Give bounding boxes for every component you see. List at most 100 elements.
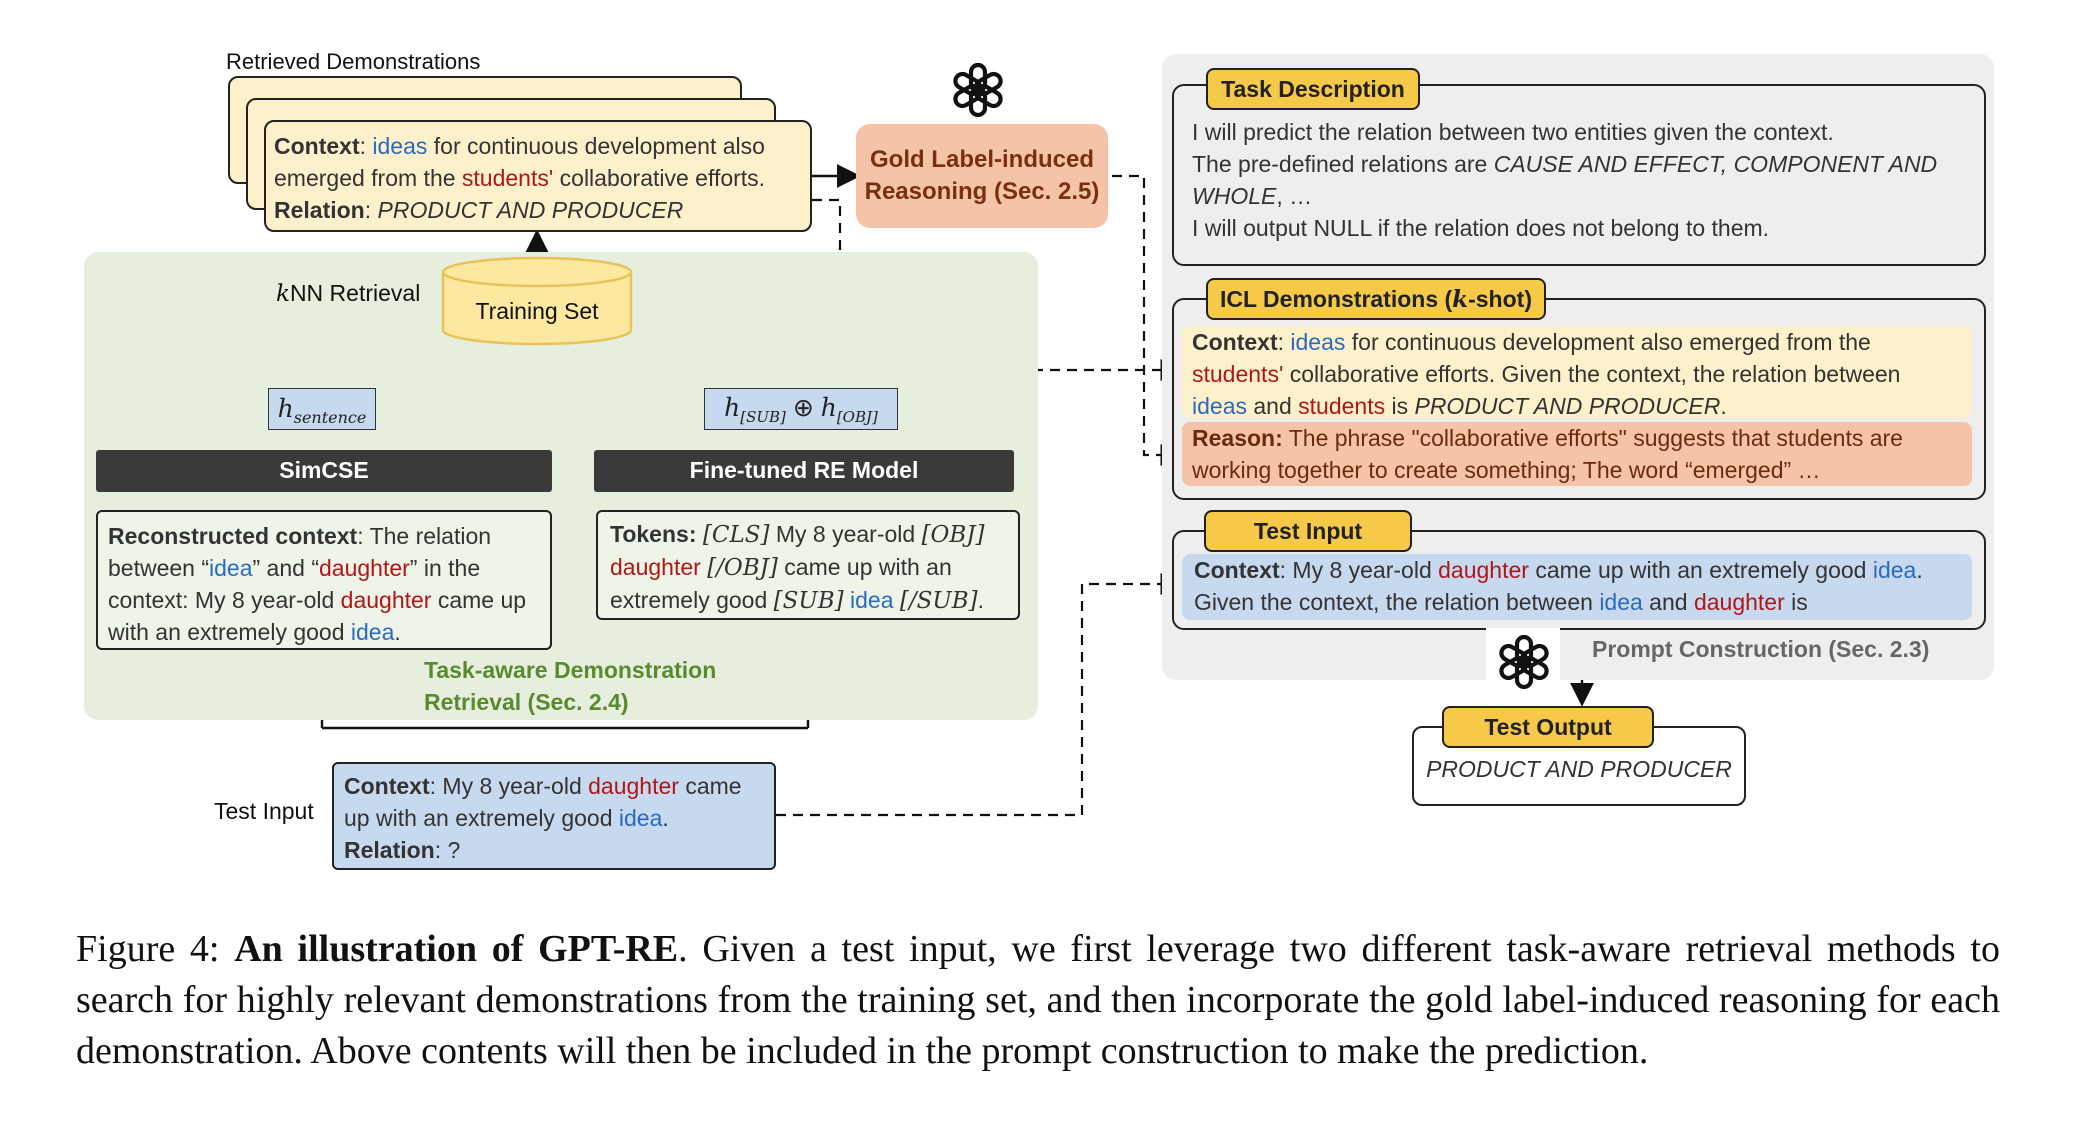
test-relation-label: Relation xyxy=(344,837,435,863)
obj-token: [OBJ] xyxy=(921,522,985,548)
icl-text: collaborative efforts. Given the context… xyxy=(1283,361,1901,387)
h-symbol: h xyxy=(277,394,294,423)
demo-relation-value: PRODUCT AND PRODUCER xyxy=(377,197,684,223)
recon-text: : The relation xyxy=(357,523,492,549)
openai-logo-icon xyxy=(953,62,1003,118)
task-aware-retrieval-label: Task-aware Demonstration Retrieval (Sec.… xyxy=(424,654,716,718)
icl-text: and xyxy=(1246,393,1299,419)
task-desc-line-4: I will output NULL if the relation does … xyxy=(1192,215,1770,241)
task-desc-text: , … xyxy=(1276,183,1313,209)
knn-text: NN Retrieval xyxy=(289,280,421,306)
test-text: came up with an extremely good xyxy=(1528,557,1873,583)
icl-text: for continuous development also emerged … xyxy=(1345,329,1871,355)
test-text: and xyxy=(1642,589,1694,615)
task-aware-line-2: Retrieval (Sec. 2.4) xyxy=(424,689,629,715)
tokens-text: My 8 year-old xyxy=(769,521,922,547)
demo-relation-line: Relation: PRODUCT AND PRODUCER xyxy=(274,197,684,223)
entity-idea: idea xyxy=(350,619,395,645)
icl-line-3: ideas and students is PRODUCT AND PRODUC… xyxy=(1192,390,1972,422)
entity-ideas: ideas xyxy=(1192,393,1247,419)
h-obj-subscript: [OBJ] xyxy=(836,408,878,426)
test-text: is xyxy=(1784,589,1808,615)
icl-tag-text: -shot) xyxy=(1468,286,1532,312)
tokens-box: Tokens: [CLS] My 8 year-old [OBJ] daught… xyxy=(596,510,1020,620)
entity-students: students' xyxy=(1192,361,1284,387)
tokens-text: extremely good xyxy=(610,587,774,613)
entity-idea: idea xyxy=(850,587,894,613)
icl-text: . xyxy=(1720,393,1727,419)
task-desc-line-3: WHOLE, … xyxy=(1192,180,1984,212)
task-desc-text: The pre-defined relations are xyxy=(1192,151,1494,177)
reason-text: The phrase "collaborative efforts" sugge… xyxy=(1282,425,1903,451)
reason-line-2: working together to create something; Th… xyxy=(1192,457,1821,483)
icl-context-block: Context: ideas for continuous developmen… xyxy=(1182,326,1972,419)
test-text: came xyxy=(678,773,742,799)
recon-text: ” in the xyxy=(409,555,481,581)
icl-relation-value: PRODUCT AND PRODUCER xyxy=(1414,393,1721,419)
entity-daughter: daughter xyxy=(1438,557,1529,583)
recon-line-2: between “idea” and “daughter” in the xyxy=(108,552,550,584)
tokens-line-1: Tokens: [CLS] My 8 year-old [OBJ] xyxy=(610,518,1018,551)
gold-label-line-1: Gold Label-induced xyxy=(869,146,1094,173)
training-set-cylinder xyxy=(441,256,633,346)
oplus-symbol: ⊕ xyxy=(785,394,821,422)
tokens-line-3: extremely good [SUB] idea [/SUB]. xyxy=(610,584,1018,617)
obj-close-token: [/OBJ] xyxy=(707,555,778,581)
entity-daughter: daughter xyxy=(588,773,679,799)
test-relation-value: : ? xyxy=(434,837,461,863)
test-input-line-3: Relation: ? xyxy=(344,834,774,866)
caption-prefix: Figure 4: xyxy=(76,928,235,970)
h-symbol: h xyxy=(820,393,837,422)
reason-line-1: Reason: The phrase "collaborative effort… xyxy=(1192,422,1972,454)
recon-line-1: Reconstructed context: The relation xyxy=(108,520,550,552)
simcse-model-bar: SimCSE xyxy=(96,450,552,492)
demo-card: Context: ideas for continuous developmen… xyxy=(264,120,812,232)
reconstructed-context-box: Reconstructed context: The relation betw… xyxy=(96,510,552,650)
caption-title: An illustration of GPT-RE xyxy=(234,928,679,970)
test-text: . xyxy=(662,805,669,831)
task-aware-line-1: Task-aware Demonstration xyxy=(424,657,717,683)
test-context-label: Context xyxy=(344,773,430,799)
recon-line-3: context: My 8 year-old daughter came up xyxy=(108,584,550,616)
recon-text: . xyxy=(394,619,401,645)
test-input-tag: Test Input xyxy=(1204,510,1412,552)
gold-label-reasoning-box: Gold Label-induced Reasoning (Sec. 2.5) xyxy=(856,124,1108,228)
knn-retrieval-label: kNN Retrieval xyxy=(276,280,420,307)
test-context-line-2: Given the context, the relation between … xyxy=(1194,586,1972,618)
sub-close-token: [/SUB] xyxy=(899,588,978,614)
demo-text: emerged from the xyxy=(274,165,462,191)
recon-label: Reconstructed context xyxy=(108,523,358,549)
test-input-box: Context: My 8 year-old daughter came up … xyxy=(332,762,776,870)
cls-token: [CLS] xyxy=(702,522,770,548)
icl-line-2: students' collaborative efforts. Given t… xyxy=(1192,358,1972,390)
test-text: up with an extremely good xyxy=(344,805,619,831)
entity-ideas: ideas xyxy=(1290,329,1346,355)
test-input-line-1: Context: My 8 year-old daughter came xyxy=(344,770,774,802)
h-sub-subscript: [SUB] xyxy=(740,408,786,426)
entity-idea: idea xyxy=(1872,557,1917,583)
tokens-text: came up with an xyxy=(777,554,952,580)
icl-line-1: Context: ideas for continuous developmen… xyxy=(1192,326,1972,358)
test-context-line-1: Context: My 8 year-old daughter came up … xyxy=(1194,554,1972,586)
test-text: : My 8 year-old xyxy=(429,773,589,799)
entity-ideas: ideas xyxy=(372,133,428,159)
test-context-block: Context: My 8 year-old daughter came up … xyxy=(1182,554,1972,620)
icl-tag-k: k xyxy=(1452,286,1469,313)
task-desc-line-2: The pre-defined relations are CAUSE AND … xyxy=(1192,148,1984,180)
openai-logo-icon xyxy=(1499,634,1549,690)
test-input-line-2: up with an extremely good idea. xyxy=(344,802,774,834)
h-sub-obj-box: h[SUB] ⊕ h[OBJ] xyxy=(704,388,898,430)
reason-block: Reason: The phrase "collaborative effort… xyxy=(1182,422,1972,486)
retrieved-title: Retrieved Demonstrations xyxy=(226,49,481,74)
relation-list: WHOLE xyxy=(1192,183,1277,209)
h-sentence-box: hsentence xyxy=(268,388,376,430)
recon-text: came up xyxy=(431,587,527,613)
test-context-label: Context xyxy=(1194,557,1280,583)
entity-idea: idea xyxy=(618,805,663,831)
entity-students: students' xyxy=(461,165,554,191)
fine-tuned-re-model-bar: Fine-tuned RE Model xyxy=(594,450,1014,492)
demo-context-line-1: Context: ideas for continuous developmen… xyxy=(274,133,765,159)
reason-label: Reason: xyxy=(1192,425,1283,451)
tokens-text: . xyxy=(977,587,985,613)
entity-daughter: daughter xyxy=(1693,589,1785,615)
